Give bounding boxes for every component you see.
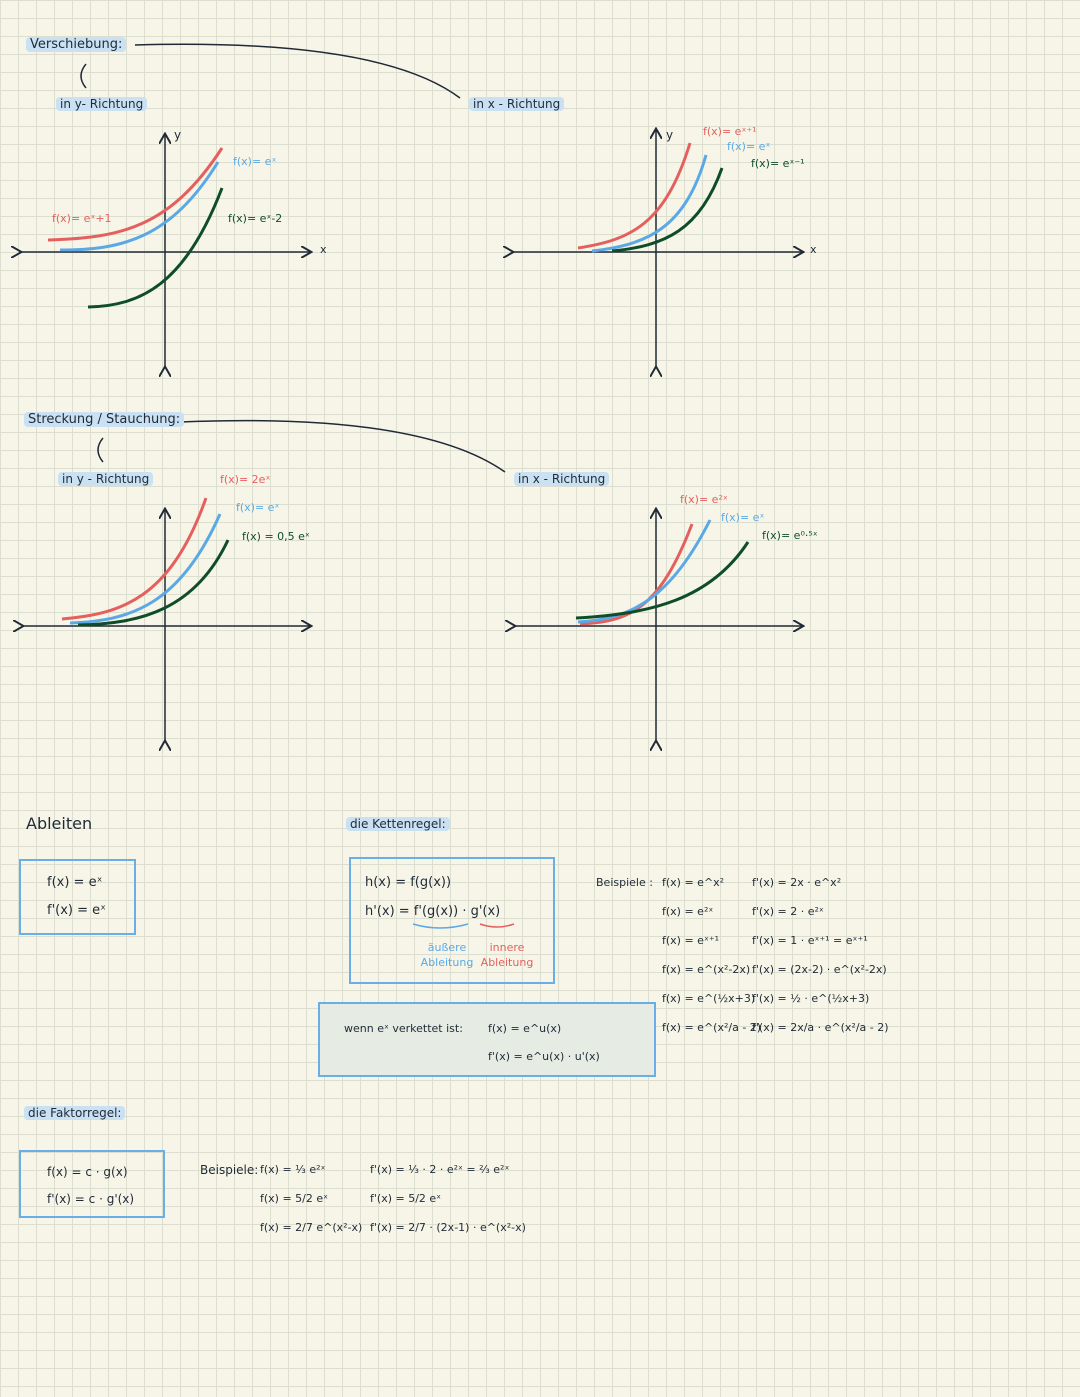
graph2-red-label: f(x)= eˣ⁺¹: [703, 125, 757, 138]
label-y-direction-2: in y - Richtung: [58, 472, 154, 486]
heading-verschiebung: Verschiebung:: [26, 37, 127, 52]
label-x-direction-2: in x - Richtung: [514, 472, 610, 486]
graph1-green-label: f(x)= eˣ-2: [228, 212, 283, 225]
graph-shift-y: [20, 135, 310, 368]
heading-kettenregel: die Kettenregel:: [346, 817, 450, 831]
kette-example-f: f(x) = e²ˣ: [662, 905, 714, 918]
graph2-blue-label: f(x)= eˣ: [727, 140, 771, 153]
kette-example-f: f(x) = e^x²: [662, 876, 725, 889]
bracket-1: [80, 63, 87, 89]
ableiten-fprime: f'(x) = eˣ: [47, 903, 106, 918]
beispiele-label: Beispiele :: [596, 876, 653, 889]
curve-green: [575, 541, 750, 620]
x-axis-label-2: x: [810, 243, 817, 256]
graph-stretch-y: [22, 497, 310, 742]
kette-example-f: f(x) = e^(x²-2x): [662, 963, 751, 976]
kette-example-f: f(x) = eˣ⁺¹: [662, 934, 720, 947]
curve-blue: [59, 161, 220, 252]
curve-blue: [591, 154, 708, 253]
graph3-blue-label: f(x)= eˣ: [236, 501, 280, 514]
kette-example-fp: f'(x) = 1 · eˣ⁺¹ = eˣ⁺¹: [752, 934, 868, 947]
faktor-example-f: f(x) = ⅓ e²ˣ: [260, 1163, 326, 1176]
connector-arc-verschiebung: [134, 43, 461, 99]
graph4-blue-label: f(x)= eˣ: [721, 511, 765, 524]
curve-green: [611, 167, 724, 253]
curve-red: [577, 142, 692, 250]
chain-e-box: wenn eˣ verkettet ist: f(x) = e^u(x) f'(…: [318, 1002, 656, 1077]
x-axis-label: x: [320, 243, 327, 256]
kette-hprime: h'(x) = f'(g(x)) · g'(x): [365, 904, 501, 919]
faktorregel-box: f(x) = c · g(x) f'(x) = c · g'(x): [19, 1150, 165, 1218]
chain-label: wenn eˣ verkettet ist:: [344, 1022, 463, 1035]
curve-blue: [577, 519, 712, 624]
inner-underline: [479, 923, 515, 928]
kette-example-fp: f'(x) = ½ · e^(½x+3): [752, 992, 870, 1005]
faktor-beispiele-label: Beispiele:: [200, 1163, 259, 1177]
chain-fprime: f'(x) = e^u(x) · u'(x): [488, 1050, 600, 1063]
faktor-example-fp: f'(x) = 2/7 · (2x-1) · e^(x²-x): [370, 1221, 526, 1234]
graph4-red-label: f(x)= e²ˣ: [680, 493, 728, 506]
curve-blue: [69, 513, 222, 625]
graph2-green-label: f(x)= eˣ⁻¹: [751, 157, 805, 170]
inner-derivative-label: innere Ableitung: [480, 941, 534, 969]
connector-arc-streckung: [179, 419, 506, 473]
faktor-fprime: f'(x) = c · g'(x): [47, 1192, 135, 1206]
kette-h: h(x) = f(g(x)): [365, 875, 452, 890]
ableiten-box: f(x) = eˣ f'(x) = eˣ: [19, 859, 136, 935]
graph-shift-x: [512, 130, 802, 368]
graph3-red-label: f(x)= 2eˣ: [220, 473, 271, 486]
faktor-example-fp: f'(x) = 5/2 eˣ: [370, 1192, 442, 1205]
label-y-direction: in y- Richtung: [56, 97, 148, 111]
y-axis-label: y: [174, 128, 182, 142]
heading-streckung: Streckung / Stauchung:: [24, 412, 185, 427]
kette-example-fp: f'(x) = 2 · e²ˣ: [752, 905, 824, 918]
faktor-example-f: f(x) = 5/2 eˣ: [260, 1192, 329, 1205]
outer-underline: [412, 923, 469, 929]
curve-red: [61, 497, 208, 621]
graph1-red-label: f(x)= eˣ+1: [52, 212, 112, 225]
heading-ableiten: Ableiten: [26, 814, 93, 833]
kette-example-fp: f'(x) = 2x · e^x²: [752, 876, 842, 889]
kette-example-f: f(x) = e^(½x+3): [662, 992, 756, 1005]
faktor-example-f: f(x) = 2/7 e^(x²-x): [260, 1221, 363, 1234]
outer-derivative-label: äußere Ableitung: [420, 941, 474, 969]
chain-f: f(x) = e^u(x): [488, 1022, 562, 1035]
y-axis-label-2: y: [666, 128, 674, 142]
label-x-direction: in x - Richtung: [469, 97, 565, 111]
ableiten-f: f(x) = eˣ: [47, 875, 103, 890]
kette-example-fp: f'(x) = 2x/a · e^(x²/a - 2): [752, 1021, 889, 1034]
kettenregel-box: h(x) = f(g(x)) h'(x) = f'(g(x)) · g'(x) …: [349, 857, 555, 984]
curve-red: [47, 147, 224, 242]
kette-example-f: f(x) = e^(x²/a - 2): [662, 1021, 762, 1034]
bracket-2: [97, 437, 104, 463]
faktor-f: f(x) = c · g(x): [47, 1165, 128, 1179]
kette-example-fp: f'(x) = (2x-2) · e^(x²-2x): [752, 963, 887, 976]
faktor-example-fp: f'(x) = ⅓ · 2 · e²ˣ = ⅔ e²ˣ: [370, 1163, 510, 1176]
graph1-blue-label: f(x)= eˣ: [233, 155, 277, 168]
heading-faktorregel: die Faktorregel:: [24, 1106, 126, 1120]
curve-green: [77, 539, 230, 627]
graph3-green-label: f(x) = 0,5 eˣ: [242, 530, 310, 543]
curve-green: [87, 187, 224, 309]
graph4-green-label: f(x)= e⁰·⁵ˣ: [762, 529, 818, 542]
graph-stretch-x: [514, 510, 802, 742]
